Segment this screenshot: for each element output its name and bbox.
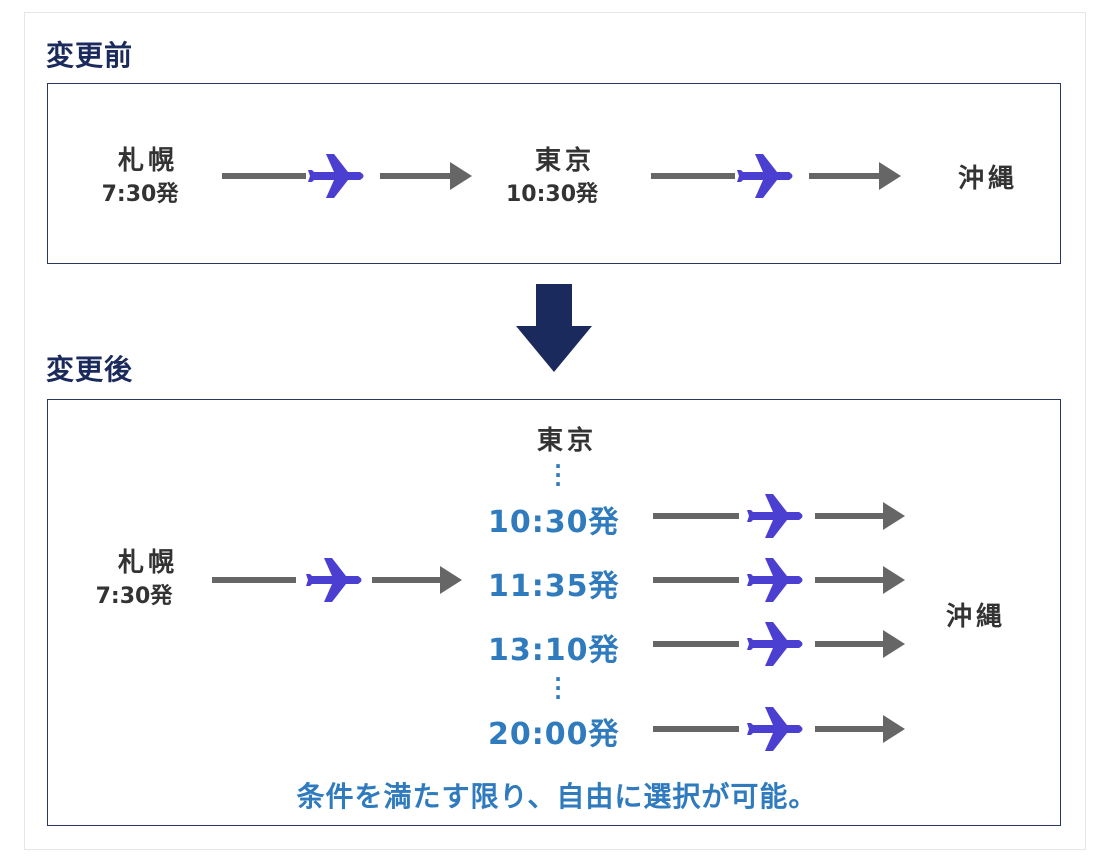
arrow-right-icon: [815, 715, 905, 743]
arrow-right-icon: [815, 566, 905, 594]
arrow-right-icon: [380, 162, 472, 190]
condition-note: 条件を満たす限り、自由に選択が可能。: [296, 780, 818, 813]
arrow-down-icon: [516, 284, 592, 372]
after-route-origin: [212, 558, 462, 602]
plane-icon: [747, 558, 803, 602]
after-title: 変更後: [46, 353, 134, 386]
departure-route-3: [653, 622, 905, 666]
before-title: 変更前: [46, 39, 134, 72]
after-via-city: 東京: [536, 426, 597, 456]
departure-route-2: [653, 558, 905, 602]
arrow-right-icon: [809, 162, 901, 190]
line-segment: [212, 577, 296, 583]
arrow-right-icon: [372, 566, 462, 594]
line-segment: [653, 726, 739, 732]
plane-icon: [747, 707, 803, 751]
departure-1: 10:30発: [488, 505, 620, 540]
line-segment: [222, 173, 306, 179]
after-destination-city: 沖縄: [945, 602, 1006, 632]
before-destination-city: 沖縄: [957, 164, 1018, 194]
before-via-city: 東京: [534, 146, 595, 176]
after-origin-city: 札幌: [117, 548, 178, 578]
line-segment: [651, 173, 735, 179]
line-segment: [653, 577, 739, 583]
departure-3: 13:10発: [488, 633, 620, 668]
dots-bottom: ···: [554, 667, 562, 709]
arrow-right-icon: [815, 502, 905, 530]
before-route-2: [651, 154, 901, 198]
before-route-1: [222, 154, 472, 198]
arrow-right-icon: [815, 630, 905, 658]
after-origin-time: 7:30発: [95, 584, 173, 609]
after-box: [47, 399, 1061, 826]
departure-2: 11:35発: [488, 569, 620, 604]
diagram-frame: [24, 12, 1086, 850]
line-segment: [653, 641, 739, 647]
departure-route-4: [653, 707, 905, 751]
dots-top: ···: [554, 454, 562, 496]
plane-icon: [306, 558, 362, 602]
line-segment: [653, 513, 739, 519]
plane-icon: [747, 622, 803, 666]
departure-4: 20:00発: [488, 717, 620, 752]
before-origin-city: 札幌: [117, 146, 178, 176]
plane-icon: [747, 494, 803, 538]
departure-route-1: [653, 494, 905, 538]
plane-icon: [737, 154, 793, 198]
before-origin-time: 7:30発: [101, 182, 179, 207]
before-via-time: 10:30発: [505, 182, 599, 207]
plane-icon: [308, 154, 364, 198]
